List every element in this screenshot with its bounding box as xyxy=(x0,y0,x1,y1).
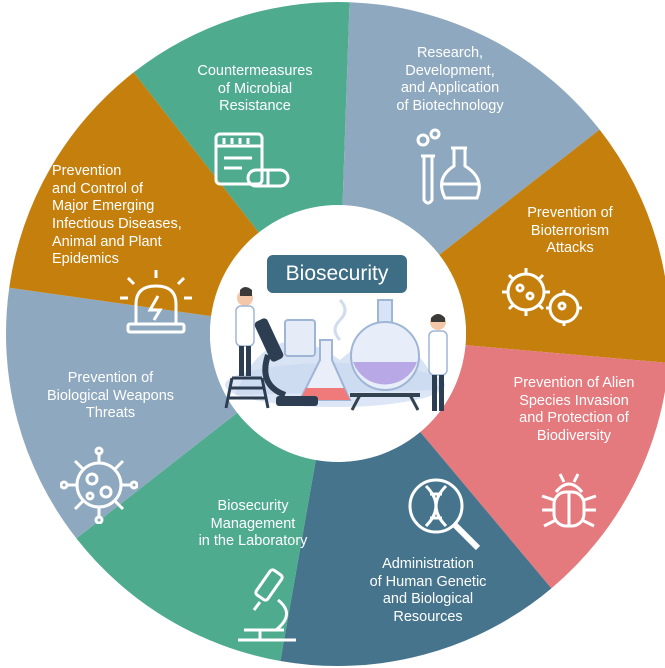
segment-genetic-resources xyxy=(280,432,552,666)
laboratory-illustration xyxy=(210,205,466,461)
center-title: Biosecurity xyxy=(267,255,407,293)
label-laboratory-management: Biosecurity Management in the Laboratory xyxy=(198,498,308,550)
dna-strand xyxy=(333,298,347,342)
round-flask xyxy=(350,299,420,411)
scientist-left xyxy=(235,287,255,376)
segment-biological-weapons xyxy=(6,287,238,539)
segment-infectious-diseases xyxy=(9,72,260,317)
label-bioterrorism: Prevention of Bioterrorism Attacks xyxy=(527,205,613,257)
bug-icon xyxy=(541,473,597,528)
segment-biotechnology xyxy=(342,2,600,256)
segment-alien-species xyxy=(420,345,665,589)
center-microscope xyxy=(254,318,318,406)
label-genetic-resources: Administration of Human Genetic and Biol… xyxy=(369,556,487,626)
label-biological-weapons: Prevention of Biological Weapons Threats xyxy=(46,370,175,422)
label-microbial-resistance: Countermeasures of Microbial Resistance xyxy=(197,63,313,115)
alarm-icon xyxy=(120,270,192,334)
virus-gears-icon xyxy=(502,268,582,326)
virus-icon xyxy=(60,446,138,524)
segment-microbial-resistance xyxy=(133,2,350,234)
label-biotechnology: Research, Development, and Application o… xyxy=(396,45,504,115)
microscope-icon xyxy=(238,568,296,642)
scientist-right xyxy=(428,314,448,411)
ladder xyxy=(224,376,270,409)
label-alien-species: Prevention of Alien Species Invasion and… xyxy=(513,375,635,445)
medicine-package-icon xyxy=(214,132,290,188)
segment-laboratory-management xyxy=(76,412,316,661)
segment-bioterrorism xyxy=(438,129,665,363)
dna-magnifier-icon xyxy=(408,478,481,551)
flask-icon xyxy=(416,128,481,205)
label-infectious-diseases: Prevention and Control of Major Emerging… xyxy=(52,163,182,268)
